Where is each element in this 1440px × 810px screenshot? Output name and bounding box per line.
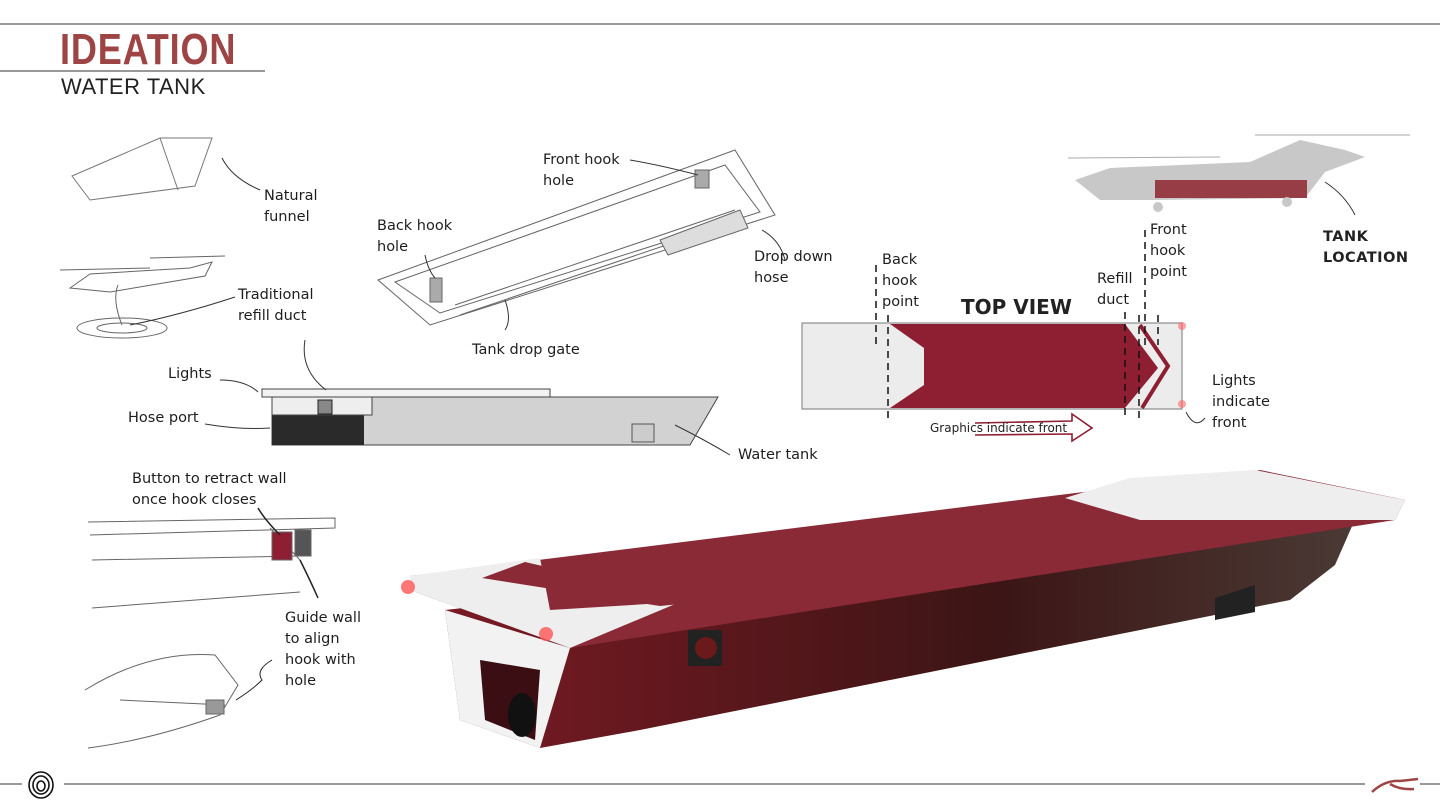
funnel-sketch	[71, 137, 261, 201]
label-guide-wall: Guide wall to align hook with hole	[285, 610, 361, 689]
label-back-hook-hole: Back hook hole	[377, 218, 453, 255]
helicopter-silhouette	[1067, 134, 1410, 216]
label-natural-funnel: Natural funnel	[264, 188, 318, 225]
spiral-logo-icon	[28, 771, 54, 799]
brand-mark-icon	[1371, 777, 1419, 793]
label-water-tank: Water tank	[738, 447, 818, 463]
label-lights-indicate-front: Lights indicate front	[1212, 373, 1270, 431]
label-front-hook-hole: Front hook hole	[543, 152, 620, 189]
helicopter-refill-sketch	[59, 255, 236, 339]
label-back-hook-point: Back hook point	[882, 252, 919, 310]
top-view-heading: TOP VIEW	[961, 295, 1072, 319]
label-hose-port: Hose port	[128, 410, 199, 426]
hook-detail-sketches	[84, 507, 336, 749]
label-traditional-refill: Traditional refill duct	[238, 287, 314, 324]
label-tank-location: TANK LOCATION	[1323, 229, 1409, 266]
side-view-sketch	[204, 339, 731, 456]
top-view-diagram	[801, 230, 1206, 443]
label-button-retract: Button to retract wall once hook closes	[132, 471, 287, 508]
label-drop-down-hose: Drop down hose	[754, 249, 833, 286]
label-refill-duct: Refill duct	[1097, 271, 1133, 308]
page-subtitle: WATER TANK	[61, 74, 206, 99]
label-tank-drop-gate: Tank drop gate	[472, 342, 580, 358]
label-graphics-indicate-front: Graphics indicate front	[930, 421, 1068, 435]
page-title: IDEATION	[60, 25, 237, 74]
label-front-hook-point: Front hook point	[1150, 222, 1187, 280]
label-lights: Lights	[168, 366, 212, 382]
tank-render	[401, 470, 1405, 748]
tank-underside-sketch	[377, 149, 786, 331]
